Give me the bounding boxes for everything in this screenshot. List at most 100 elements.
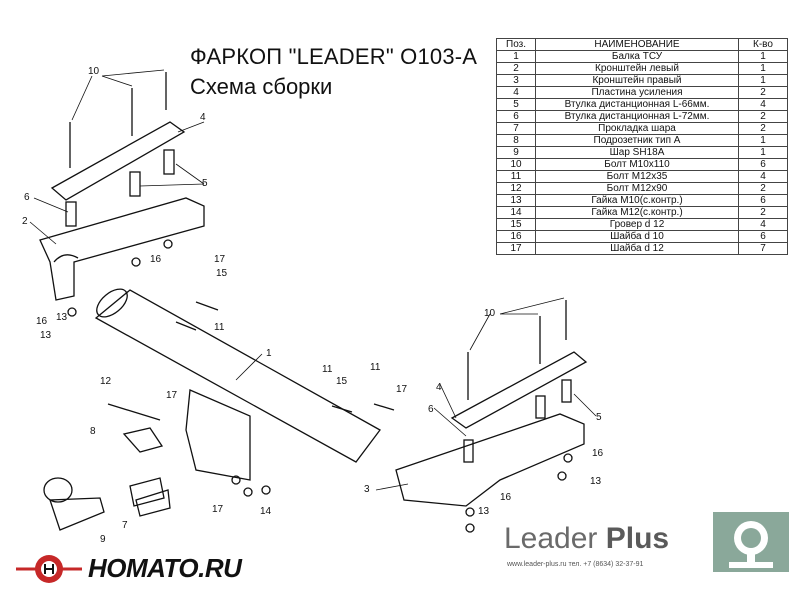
brand-plus: Plus bbox=[605, 522, 670, 555]
cell-name: Гайка М10(с.контр.) bbox=[535, 194, 739, 207]
sleeve-5-left-b bbox=[163, 149, 175, 175]
cell-name: Болт М12х90 bbox=[535, 182, 739, 195]
cell-qty: 4 bbox=[738, 218, 788, 231]
callout-label: 5 bbox=[202, 178, 208, 189]
diagram-title: ФАРКОП "LEADER" O103-A bbox=[190, 44, 478, 69]
sleeve-5-right-a bbox=[535, 395, 546, 419]
cell-pos: 4 bbox=[496, 86, 536, 99]
cell-pos: 6 bbox=[496, 110, 536, 123]
header-name: НАИМЕНОВАНИЕ bbox=[535, 38, 739, 51]
bracket-3-right bbox=[395, 413, 585, 507]
leader-plus-logo-icon bbox=[713, 512, 789, 572]
sleeve-6-left bbox=[65, 201, 77, 227]
callout-label: 11 bbox=[322, 364, 333, 375]
ball-9 bbox=[43, 477, 73, 503]
cell-pos: 3 bbox=[496, 74, 536, 87]
ball-plates-7 bbox=[129, 477, 171, 517]
cell-name: Болт М12х35 bbox=[535, 170, 739, 183]
homato-site-name: HOMATO.RU bbox=[88, 553, 242, 583]
callout-label: 6 bbox=[24, 192, 30, 203]
bolts-10-left bbox=[69, 72, 167, 168]
callout-label: 6 bbox=[428, 404, 434, 415]
header-qty: К-во bbox=[738, 38, 788, 51]
ball-mount bbox=[185, 389, 251, 481]
callout-label: 8 bbox=[90, 426, 96, 437]
cell-qty: 6 bbox=[738, 194, 788, 207]
cell-qty: 4 bbox=[738, 170, 788, 183]
homato-logo-icon bbox=[16, 555, 82, 583]
callout-label: 17 bbox=[166, 390, 178, 401]
cell-qty: 6 bbox=[738, 230, 788, 243]
cell-qty: 2 bbox=[738, 182, 788, 195]
bolt-12 bbox=[107, 403, 161, 421]
cell-name: Шар SH18A bbox=[535, 146, 739, 159]
callout-label: 16 bbox=[500, 492, 512, 503]
cell-qty: 1 bbox=[738, 134, 788, 147]
callout-label: 2 bbox=[22, 216, 28, 227]
cell-pos: 16 bbox=[496, 230, 536, 243]
cell-name: Пластина усиления bbox=[535, 86, 739, 99]
callout-label: 11 bbox=[214, 322, 225, 333]
cell-pos: 7 bbox=[496, 122, 536, 135]
cell-name: Втулка дистанционная L-72мм. bbox=[535, 110, 739, 123]
callout-label: 16 bbox=[150, 254, 162, 265]
cell-qty: 7 bbox=[738, 242, 788, 255]
callout-label: 13 bbox=[478, 506, 490, 517]
callout-label: 3 bbox=[364, 484, 370, 495]
beam-1 bbox=[94, 289, 381, 463]
cell-qty: 1 bbox=[738, 62, 788, 75]
cell-pos: 5 bbox=[496, 98, 536, 111]
plate-4-right bbox=[450, 351, 588, 429]
cell-pos: 9 bbox=[496, 146, 536, 159]
cell-name: Шайба d 12 bbox=[535, 242, 739, 255]
brand-name: Leader bbox=[504, 522, 598, 555]
cell-pos: 14 bbox=[496, 206, 536, 219]
cell-qty: 2 bbox=[738, 86, 788, 99]
cell-pos: 12 bbox=[496, 182, 536, 195]
cell-qty: 4 bbox=[738, 98, 788, 111]
bolts-11 bbox=[175, 301, 395, 413]
cell-name: Подрозетник тип А bbox=[535, 134, 739, 147]
cell-pos: 8 bbox=[496, 134, 536, 147]
callout-label: 13 bbox=[56, 312, 68, 323]
parts-table-header: Поз. НАИМЕНОВАНИЕ К-во bbox=[496, 38, 788, 51]
cell-pos: 1 bbox=[496, 50, 536, 63]
socket-holder-8 bbox=[122, 427, 164, 453]
callout-label: 7 bbox=[122, 520, 128, 531]
callout-label: 1 bbox=[266, 348, 272, 359]
cell-qty: 2 bbox=[738, 206, 788, 219]
callout-label: 5 bbox=[596, 412, 602, 423]
header-pos: Поз. bbox=[496, 38, 536, 51]
cell-qty: 2 bbox=[738, 110, 788, 123]
callout-label: 4 bbox=[436, 382, 442, 393]
cell-qty: 1 bbox=[738, 146, 788, 159]
cell-name: Болт М10х110 bbox=[535, 158, 739, 171]
sleeve-5-right-b bbox=[561, 379, 572, 403]
cell-name: Втулка дистанционная L-66мм. bbox=[535, 98, 739, 111]
cell-qty: 2 bbox=[738, 122, 788, 135]
callout-label: 9 bbox=[100, 534, 106, 545]
cell-qty: 6 bbox=[738, 158, 788, 171]
cell-pos: 10 bbox=[496, 158, 536, 171]
cell-pos: 2 bbox=[496, 62, 536, 75]
callout-label: 17 bbox=[396, 384, 408, 395]
callout-label: 4 bbox=[200, 112, 206, 123]
callout-label: 15 bbox=[336, 376, 348, 387]
bracket-2-left bbox=[39, 197, 205, 301]
